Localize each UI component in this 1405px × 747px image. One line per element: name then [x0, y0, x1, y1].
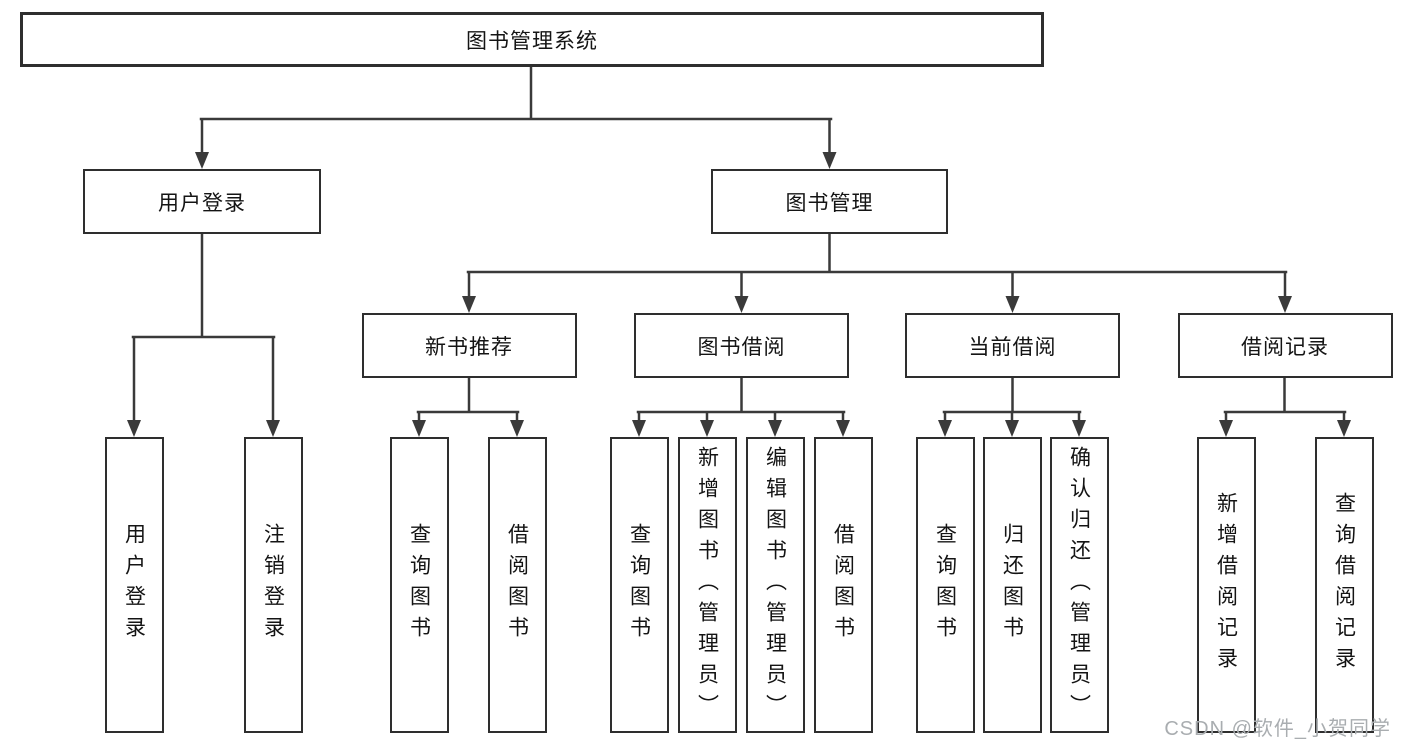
connector-current-borrow-split	[942, 375, 1082, 425]
arrowhead	[768, 420, 782, 437]
node-new-book-recommend-label: 新书推荐	[425, 335, 513, 359]
node-root: 图书管理系统	[20, 12, 1044, 67]
connector-new-book-recommend-split	[416, 375, 520, 425]
arrowhead	[1005, 296, 1020, 313]
leaf-bb-edit-books: 编辑图书（管理员）	[745, 437, 805, 733]
leaf-bb-add-books-label: 新增图书（管理员）	[695, 445, 719, 725]
arrowheads	[127, 152, 1351, 437]
leaf-cb-query-books-label: 查询图书	[933, 523, 957, 647]
leaf-cb-return-books: 归还图书	[982, 437, 1042, 733]
arrowhead	[195, 152, 209, 169]
leaf-br-add-record-label: 新增借阅记录	[1214, 492, 1238, 678]
node-current-borrow: 当前借阅	[905, 313, 1120, 378]
leaf-cb-confirm-return: 确认归还（管理员）	[1049, 437, 1109, 733]
leaf-logout: 注销登录	[243, 437, 303, 733]
node-new-book-recommend: 新书推荐	[361, 313, 577, 378]
leaf-bb-add-books: 新增图书（管理员）	[677, 437, 737, 733]
leaf-nbr-query-books-label: 查询图书	[407, 523, 431, 647]
watermark: CSDN @软件_小贺同学	[1164, 718, 1391, 740]
leaf-cb-confirm-return-label: 确认归还（管理员）	[1067, 445, 1091, 725]
leaf-user-login-label: 用户登录	[122, 523, 146, 647]
node-user-login-label: 用户登录	[158, 191, 246, 215]
arrowhead	[836, 420, 850, 437]
node-book-management: 图书管理	[711, 169, 948, 234]
connector-book-borrow-split	[636, 375, 846, 425]
arrowhead	[700, 420, 714, 437]
arrowhead	[632, 420, 646, 437]
arrowhead	[822, 152, 837, 169]
leaf-nbr-borrow-books-label: 借阅图书	[505, 523, 529, 647]
arrowhead	[412, 420, 426, 437]
leaf-nbr-borrow-books: 借阅图书	[487, 437, 547, 733]
node-book-borrow: 图书借阅	[634, 313, 849, 378]
leaf-br-query-record-label: 查询借阅记录	[1332, 492, 1356, 678]
arrowhead	[938, 420, 952, 437]
node-book-borrow-label: 图书借阅	[697, 335, 786, 359]
leaf-br-add-record: 新增借阅记录	[1196, 437, 1256, 733]
connector-user-login-split	[131, 231, 276, 425]
leaf-logout-label: 注销登录	[261, 523, 285, 647]
leaf-cb-return-books-label: 归还图书	[1000, 523, 1024, 647]
node-book-management-label: 图书管理	[785, 191, 874, 215]
node-borrow-records-label: 借阅记录	[1241, 335, 1329, 359]
leaf-bb-query-books-label: 查询图书	[627, 523, 651, 647]
node-user-login: 用户登录	[83, 169, 321, 234]
leaf-bb-borrow-books-label: 借阅图书	[831, 523, 855, 647]
arrowhead	[1278, 296, 1292, 313]
leaf-cb-query-books: 查询图书	[915, 437, 975, 733]
arrowhead	[734, 296, 749, 313]
arrowhead	[1005, 420, 1019, 437]
leaf-nbr-query-books: 查询图书	[389, 437, 449, 733]
connector-book-management-split	[466, 231, 1288, 301]
connector-root-split	[199, 64, 833, 157]
leaf-bb-borrow-books: 借阅图书	[813, 437, 873, 733]
arrowhead	[1219, 420, 1233, 437]
leaf-bb-edit-books-label: 编辑图书（管理员）	[763, 445, 787, 725]
arrowhead	[1337, 420, 1351, 437]
leaf-bb-query-books: 查询图书	[609, 437, 669, 733]
arrowhead	[266, 420, 280, 437]
node-borrow-records: 借阅记录	[1177, 313, 1393, 378]
leaf-user-login: 用户登录	[104, 437, 164, 733]
arrowhead	[510, 420, 524, 437]
node-current-borrow-label: 当前借阅	[968, 335, 1057, 359]
arrowhead	[1072, 420, 1086, 437]
arrowhead	[462, 296, 476, 313]
arrowhead	[127, 420, 141, 437]
connector-borrow-records-split	[1223, 375, 1347, 425]
leaf-br-query-record: 查询借阅记录	[1314, 437, 1374, 733]
node-root-label: 图书管理系统	[466, 29, 598, 53]
